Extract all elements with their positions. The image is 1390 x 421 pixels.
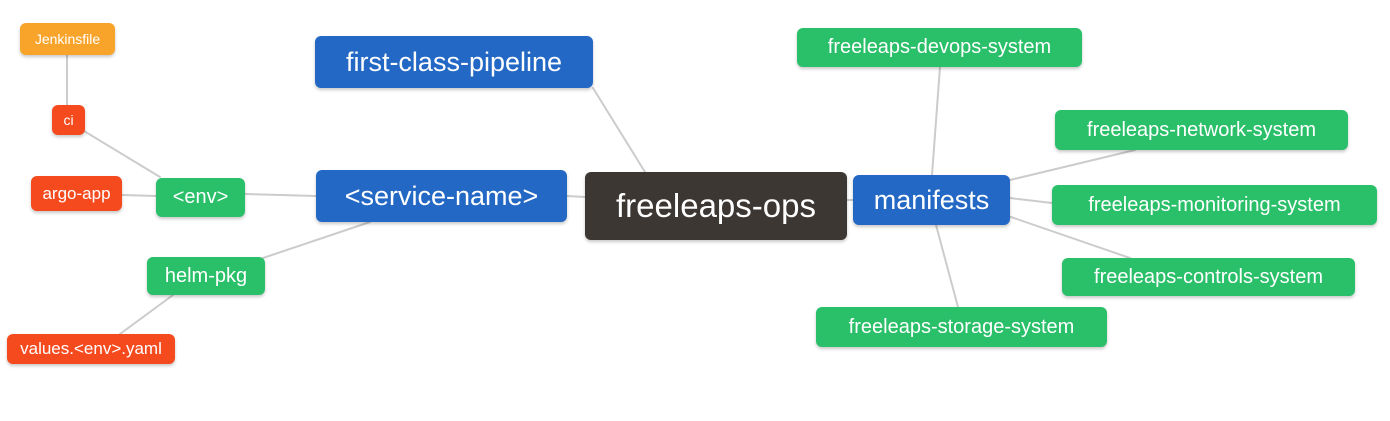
node-root-freeleaps-ops[interactable]: freeleaps-ops bbox=[585, 172, 847, 240]
node-argo-app[interactable]: argo-app bbox=[31, 176, 122, 211]
edge-manifests-network bbox=[1009, 149, 1136, 181]
node-freeleaps-storage-system[interactable]: freeleaps-storage-system bbox=[816, 307, 1107, 347]
node-ci[interactable]: ci bbox=[52, 105, 85, 135]
edge-helm-pkg-service-name bbox=[262, 221, 371, 259]
edge-ci-env bbox=[83, 130, 161, 178]
node-service-name[interactable]: <service-name> bbox=[316, 170, 567, 222]
edge-service-name-root bbox=[566, 195, 586, 198]
edge-values-yaml-helm-pkg bbox=[119, 294, 174, 335]
edge-manifests-devops bbox=[931, 66, 941, 176]
node-freeleaps-devops-system[interactable]: freeleaps-devops-system bbox=[797, 28, 1082, 67]
node-env[interactable]: <env> bbox=[156, 178, 245, 217]
node-helm-pkg[interactable]: helm-pkg bbox=[147, 257, 265, 295]
node-freeleaps-monitoring-system[interactable]: freeleaps-monitoring-system bbox=[1052, 185, 1377, 225]
node-freeleaps-network-system[interactable]: freeleaps-network-system bbox=[1055, 110, 1348, 150]
node-freeleaps-controls-system[interactable]: freeleaps-controls-system bbox=[1062, 258, 1355, 296]
edge-manifests-monitoring bbox=[1009, 197, 1053, 204]
edge-manifests-storage bbox=[935, 224, 959, 308]
edge-manifests-controls bbox=[1007, 215, 1131, 259]
node-manifests[interactable]: manifests bbox=[853, 175, 1010, 225]
node-values-yaml[interactable]: values.<env>.yaml bbox=[7, 334, 175, 364]
node-jenkinsfile[interactable]: Jenkinsfile bbox=[20, 23, 115, 55]
edge-pipeline-root bbox=[592, 87, 646, 173]
node-first-class-pipeline[interactable]: first-class-pipeline bbox=[315, 36, 593, 88]
edge-env-service-name bbox=[244, 193, 317, 197]
edge-argo-app-env bbox=[121, 194, 157, 197]
